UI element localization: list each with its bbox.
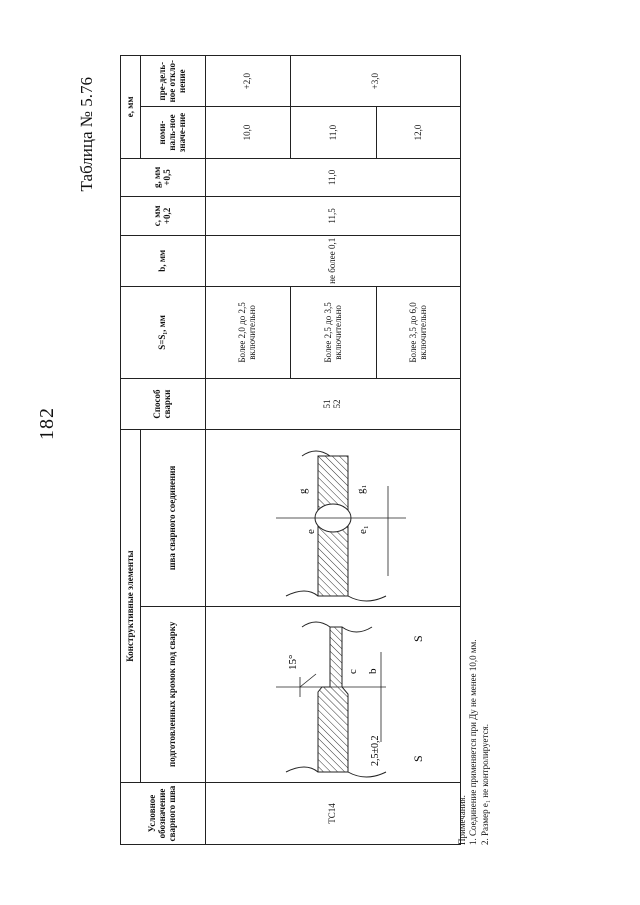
label-dimension: 2,5±0,2 bbox=[370, 736, 381, 767]
label-g: g bbox=[297, 488, 309, 494]
cell-e-deviation-1: +2,0 bbox=[205, 55, 291, 107]
header-constructive: Конструктивные элементы bbox=[120, 429, 141, 783]
break-line-right bbox=[301, 621, 373, 633]
cell-g: 11,0 bbox=[205, 158, 461, 197]
seam-break-left bbox=[285, 590, 387, 602]
break-line bbox=[285, 766, 387, 778]
angle-line-2 bbox=[299, 673, 317, 688]
weld-seam-drawing: e e₁ g g₁ bbox=[276, 450, 406, 602]
plate-section bbox=[317, 626, 349, 773]
header-designation: Условное обозначение сварного шва bbox=[120, 782, 206, 845]
header-thickness: S=S₁, мм bbox=[120, 286, 206, 379]
label-angle: 15° bbox=[287, 655, 299, 670]
cell-range-3: Более 3,5 до 6,0 включительно bbox=[376, 286, 461, 379]
method-52: 52 bbox=[332, 399, 342, 409]
cell-methods: 51 52 bbox=[205, 378, 461, 430]
label-e: e bbox=[305, 529, 317, 534]
notes-title: Примечания. bbox=[457, 795, 467, 845]
header-method: Способ сварки bbox=[120, 378, 206, 430]
cell-c: 11,5 bbox=[205, 196, 461, 236]
cell-b: не более 0,1 bbox=[205, 235, 461, 287]
header-e: е, мм bbox=[120, 55, 141, 159]
cell-e-deviation-2: +3,0 bbox=[290, 55, 461, 107]
label-e1: e₁ bbox=[357, 525, 369, 534]
label-s-bottom: S bbox=[411, 755, 425, 762]
header-weld-seam: шва сварного соединения bbox=[140, 429, 206, 607]
cell-e-nominal-2: 11,0 bbox=[290, 106, 377, 159]
seam-break-right bbox=[301, 450, 331, 457]
label-g1: g₁ bbox=[355, 484, 367, 494]
rotated-table-area: Таблица № 5.76 Условное обозначение свар… bbox=[75, 45, 615, 875]
note-1: 1. Соединение применяется при Ду не мене… bbox=[468, 639, 479, 846]
header-prepared-edges: подготовленных кромок под сварку bbox=[140, 606, 206, 783]
label-b: b bbox=[367, 668, 379, 674]
header-b: b, мм bbox=[120, 235, 206, 287]
cell-e-nominal-1: 10,0 bbox=[205, 106, 291, 159]
label-s-top: S bbox=[411, 635, 425, 642]
cell-range-2: Более 2,5 до 3,5 включительно bbox=[290, 286, 377, 379]
header-e-deviation: пре-дель-ное откло-нение bbox=[140, 55, 206, 107]
cell-e-nominal-3: 12,0 bbox=[376, 106, 461, 159]
weld-table: Условное обозначение сварного шва Констр… bbox=[120, 55, 461, 845]
label-c: c bbox=[347, 669, 359, 674]
header-g: g, мм +0,5 bbox=[120, 158, 206, 197]
drawing-prepared-edges: S S 15° 2,5±0,2 b c bbox=[205, 606, 461, 783]
cell-range-1: Более 2,0 до 2,5 включительно bbox=[205, 286, 291, 379]
notes: Примечания. 1. Соединение применяется пр… bbox=[457, 55, 491, 846]
header-c: с, мм +0,2 bbox=[120, 196, 206, 236]
note-2: 2. Размер e₁ не контролируется. bbox=[479, 724, 490, 845]
page-number: 182 bbox=[36, 407, 58, 440]
cell-designation: ТС14 bbox=[205, 782, 461, 845]
table-title: Таблица № 5.76 bbox=[77, 77, 96, 192]
header-e-nominal: номи-наль-ное значе-ние bbox=[140, 106, 206, 159]
drawing-weld-seam: e e₁ g g₁ bbox=[205, 429, 461, 607]
edge-prep-drawing: S S 15° 2,5±0,2 b c bbox=[276, 621, 425, 778]
